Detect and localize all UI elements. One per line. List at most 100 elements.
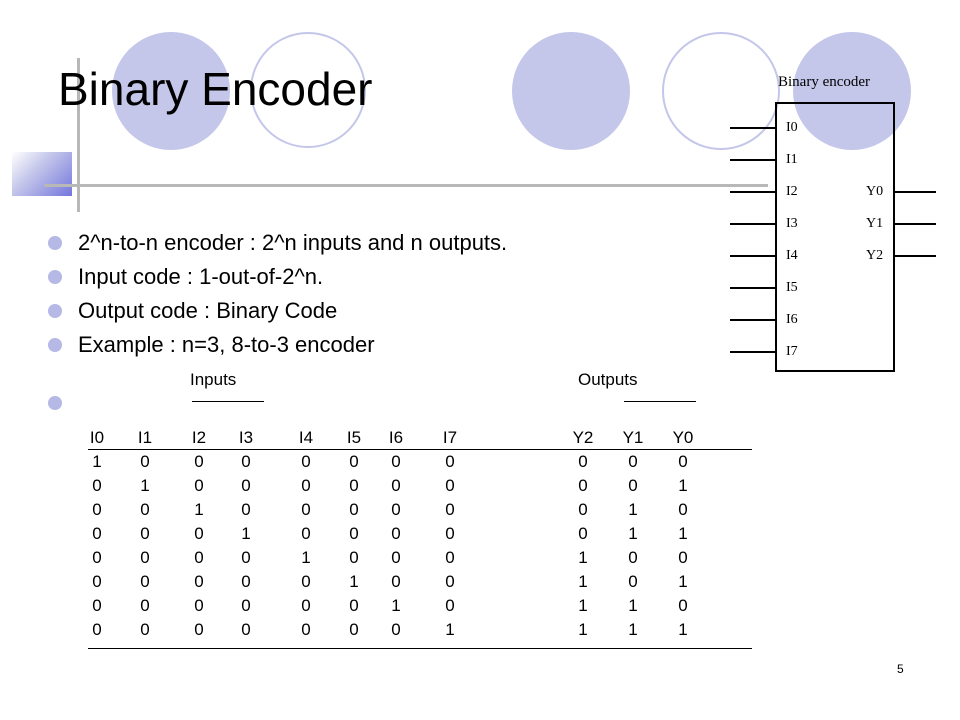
table-cell: 1 [92,452,102,471]
input-wire-i1 [730,159,776,161]
table-bottom-rule [88,648,752,649]
table-cell: 0 [194,548,204,567]
table-header-cell: I1 [137,428,153,447]
output-wire-y1 [894,223,936,225]
table-cell: 0 [578,500,588,519]
table-cell: 0 [140,596,150,615]
input-pin-label: I5 [786,280,798,295]
input-pin-label: I2 [786,184,798,199]
table-cell: 0 [445,500,455,519]
table-header-cell: I3 [238,428,254,447]
input-pin-label: I7 [786,344,798,359]
table-header-cell: I7 [442,428,458,447]
table-cell: 0 [140,620,150,639]
table-cell: 0 [349,548,359,567]
table-cell: 0 [301,500,311,519]
table-cell: 0 [194,524,204,543]
output-pin-label: Y0 [866,184,884,199]
table-cell: 0 [628,452,638,471]
table-cell: 0 [140,500,150,519]
table-cell: 0 [678,452,688,471]
table-cell: 0 [92,476,102,495]
table-cell: 0 [140,452,150,471]
decor-circle-3 [512,32,630,150]
table-cell: 1 [578,572,588,591]
table-cell: 0 [628,476,638,495]
input-wire-i3 [730,223,776,225]
table-header-cell: I2 [191,428,207,447]
bullet-icon [48,236,62,250]
outputs-group-label: Outputs [578,370,638,389]
input-pin-label: I0 [786,120,798,135]
bullet-text: Output code : Binary Code [78,298,338,323]
table-cell: 0 [445,572,455,591]
table-cell: 0 [92,572,102,591]
table-cell: 0 [349,476,359,495]
decor-circle-2 [250,32,366,148]
table-cell: 0 [445,524,455,543]
input-wire-i6 [730,319,776,321]
table-cell: 0 [349,452,359,471]
table-header-cell: Y0 [672,428,694,447]
inputs-group-label: Inputs [190,370,237,389]
table-cell: 0 [678,548,688,567]
outputs-group-underline [624,401,696,402]
table-cell: 0 [140,548,150,567]
decor-square [12,152,72,196]
table-cell: 0 [445,476,455,495]
table-cell: 0 [628,572,638,591]
table-header-cell: I6 [388,428,404,447]
decor-circle-4 [662,32,780,150]
table-cell: 0 [241,620,251,639]
table-cell: 0 [301,620,311,639]
table-cell: 1 [578,596,588,615]
table-cell: 0 [678,500,688,519]
table-cell: 1 [140,476,150,495]
table-cell: 0 [92,620,102,639]
table-cell: 0 [301,476,311,495]
table-cell: 1 [578,620,588,639]
table-cell: 1 [628,620,638,639]
table-cell: 0 [194,572,204,591]
decor-vertical-line [77,58,80,212]
table-cell: 0 [241,476,251,495]
decor-circle-5 [793,32,911,150]
bullet-text: Input code : 1-out-of-2^n. [78,264,324,289]
table-cell: 0 [391,452,401,471]
table-cell: 0 [349,500,359,519]
table-cell: 0 [301,524,311,543]
table-cell: 1 [349,572,359,591]
bullet-list: 2^n-to-n encoder : 2^n inputs and n outp… [48,226,507,420]
output-pin-label: Y2 [866,248,884,263]
input-pin-label: I4 [786,248,798,263]
table-cell: 0 [194,596,204,615]
table-cell: 0 [391,500,401,519]
table-cell: 0 [445,452,455,471]
decor-circle-1 [112,32,230,150]
table-cell: 0 [92,524,102,543]
table-cell: 0 [349,620,359,639]
inputs-group-underline [192,401,264,402]
table-cell: 1 [578,548,588,567]
table-cell: 0 [445,596,455,615]
table-header-cell: I0 [89,428,105,447]
input-wire-i7 [730,351,776,353]
table-cell: 0 [578,524,588,543]
table-cell: 1 [391,596,401,615]
bullet-icon [48,338,62,352]
table-cell: 1 [678,524,688,543]
bullet-text: Example : n=3, 8-to-3 encoder [78,332,375,357]
table-header-rule [88,449,752,450]
table-cell: 1 [628,524,638,543]
table-cell: 0 [92,500,102,519]
table-cell: 0 [445,548,455,567]
bullet-item: Output code : Binary Code [48,294,507,328]
table-header-cell: I5 [346,428,362,447]
table-cell: 0 [391,620,401,639]
table-cell: 0 [349,524,359,543]
output-wire-y0 [894,191,936,193]
table-cell: 0 [140,524,150,543]
table-cell: 0 [241,572,251,591]
table-cell: 0 [92,548,102,567]
table-cell: 0 [92,596,102,615]
